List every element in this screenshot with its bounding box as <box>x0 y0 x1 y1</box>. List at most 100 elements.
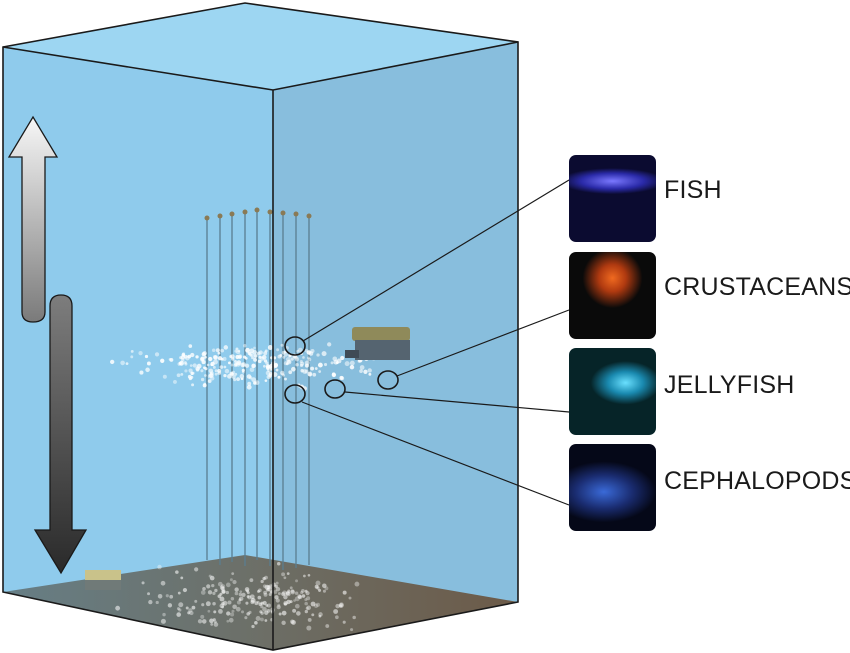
particle <box>243 344 247 348</box>
particle <box>260 611 264 615</box>
particle <box>238 354 243 359</box>
particle <box>236 600 241 605</box>
particle <box>322 583 327 589</box>
particle <box>200 356 205 362</box>
particle <box>203 382 207 386</box>
particle <box>262 576 266 581</box>
category-label-cephalopods: CEPHALOPODS <box>664 467 850 495</box>
particle <box>200 590 206 595</box>
particle <box>217 581 223 587</box>
particle <box>188 368 193 373</box>
particle <box>344 361 350 367</box>
particle <box>210 622 214 626</box>
particle <box>205 601 211 607</box>
particle <box>188 608 193 613</box>
particle <box>248 610 252 614</box>
particle <box>209 618 214 624</box>
particle <box>262 600 267 606</box>
particle <box>213 610 217 614</box>
particle <box>209 575 215 581</box>
particle <box>229 578 233 582</box>
particle <box>179 356 183 360</box>
particle <box>253 346 256 350</box>
particle <box>201 360 206 365</box>
particle <box>210 376 215 381</box>
particle <box>304 601 308 606</box>
particle <box>260 579 264 584</box>
ascend-arrow <box>7 115 59 323</box>
particle <box>251 363 256 369</box>
particle <box>192 363 197 368</box>
particle <box>263 592 268 597</box>
particle <box>308 351 314 356</box>
particle <box>130 349 134 353</box>
particle <box>282 590 287 596</box>
particle <box>259 610 263 614</box>
particle <box>162 612 166 617</box>
particle <box>258 355 262 359</box>
particle <box>338 603 344 609</box>
particle <box>339 602 344 607</box>
particle <box>251 624 255 629</box>
particle <box>226 619 230 623</box>
particle <box>350 628 354 632</box>
particle <box>318 588 322 592</box>
particle <box>175 570 179 574</box>
particle <box>301 589 305 593</box>
particle <box>141 581 145 585</box>
particle <box>235 347 239 351</box>
particle <box>304 609 308 614</box>
particle <box>321 351 327 357</box>
particle <box>289 586 293 590</box>
particle <box>247 381 252 386</box>
particle <box>239 590 243 593</box>
particle <box>202 586 206 591</box>
particle <box>231 609 235 613</box>
particle <box>225 582 231 588</box>
particle <box>296 349 300 353</box>
particle <box>295 362 299 367</box>
particle <box>210 363 214 367</box>
particle <box>220 584 226 589</box>
seafloor-lander <box>85 570 121 590</box>
particle <box>195 355 199 359</box>
particle <box>258 602 263 607</box>
particle <box>234 349 238 353</box>
particle <box>185 606 189 610</box>
particle <box>249 578 254 583</box>
particle <box>253 353 258 358</box>
particle <box>246 612 250 616</box>
particle <box>213 355 218 360</box>
particle <box>238 592 243 597</box>
particle <box>208 356 213 362</box>
particle <box>239 374 245 379</box>
particle <box>203 374 207 377</box>
particle <box>110 359 115 365</box>
particle <box>231 572 235 576</box>
particle <box>307 617 312 622</box>
particle <box>241 592 246 597</box>
particle <box>201 352 206 357</box>
particle <box>207 609 211 613</box>
particle <box>213 620 217 624</box>
particle <box>177 591 181 595</box>
particle <box>207 590 213 595</box>
particle <box>264 379 268 382</box>
particle <box>191 371 195 375</box>
particle <box>224 368 230 374</box>
particle <box>287 589 291 593</box>
particle <box>225 590 230 595</box>
particle <box>281 610 287 616</box>
particle <box>204 355 207 359</box>
particle <box>188 344 193 348</box>
particle <box>246 374 252 379</box>
particle <box>262 606 267 612</box>
box-edges <box>2 2 519 651</box>
particle <box>268 593 272 597</box>
particle <box>219 585 225 590</box>
particle <box>176 373 181 378</box>
particle <box>298 595 303 600</box>
particle <box>236 377 240 382</box>
particle <box>180 358 185 362</box>
particle <box>217 368 222 373</box>
